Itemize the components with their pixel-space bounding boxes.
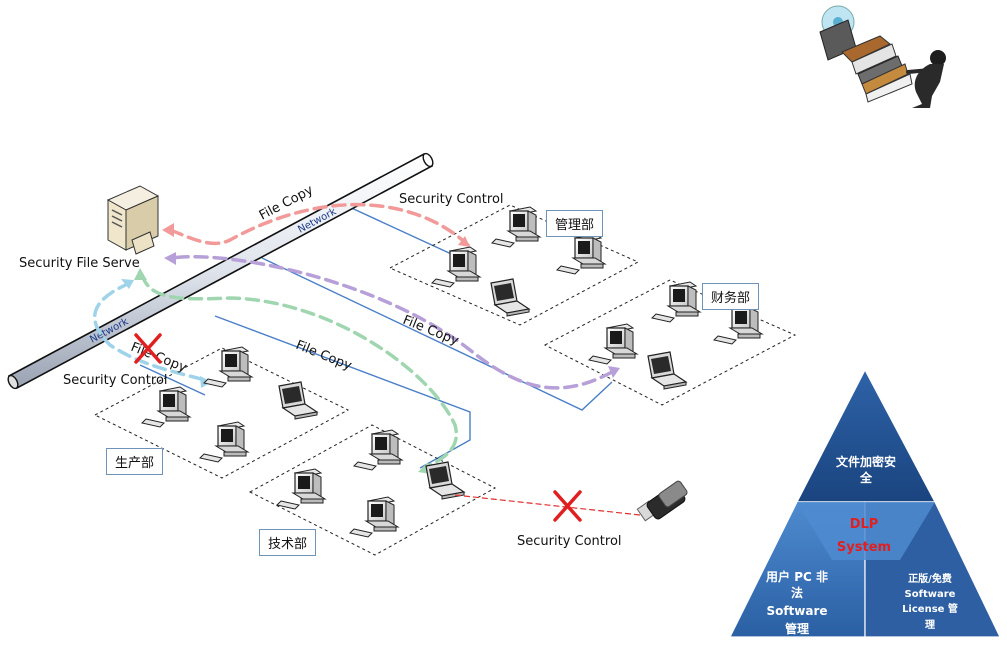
dept-label-finance: 财务部: [702, 283, 760, 310]
pyramid-right-line1: 正版/免费: [908, 572, 952, 585]
area-technology: [248, 424, 497, 556]
file-copy-label-purple: File Copy: [401, 313, 461, 349]
dept-label-production: 生产部: [106, 448, 164, 475]
desktop-icon: [651, 281, 701, 323]
file-server-icon: [106, 185, 160, 255]
link-management: [344, 204, 461, 259]
desktop-icon: [203, 346, 253, 388]
flow-red: [168, 202, 470, 247]
desktop-icon: [713, 303, 763, 345]
department-areas: [93, 204, 797, 556]
usb-drive-icon: [636, 480, 688, 522]
security-control-label-top: Security Control: [399, 192, 504, 207]
desktop-icon: [276, 468, 326, 510]
network-backbone: [7, 152, 434, 390]
desktop-icon: [491, 206, 541, 248]
flow-arrowheads: [121, 223, 620, 474]
desktop-icon: [141, 386, 191, 428]
area-management: [388, 204, 640, 326]
desktop-icon: [431, 246, 481, 288]
flow-purple: [170, 254, 614, 390]
dept-label-management: 管理部: [546, 210, 604, 237]
area-finance: [543, 279, 797, 406]
pyramid-center-section: [797, 502, 935, 560]
laptop-icon: [647, 351, 687, 390]
link-production: [139, 364, 206, 396]
dept-label-technology: 技术部: [259, 529, 317, 556]
desktop-icon: [556, 233, 606, 275]
desktop-icon: [349, 496, 399, 538]
flow-cyan: [92, 281, 207, 382]
pyramid-left-line3: Software: [766, 604, 827, 618]
link-finance: [261, 257, 613, 411]
pyramid-center-line1: DLP: [850, 517, 879, 532]
pyramid-left-line4: 管理: [785, 621, 809, 636]
flow-green: [140, 273, 459, 470]
pyramid-left-line2: 法: [791, 585, 803, 600]
usb-link: [454, 494, 641, 516]
pyramid-right-line2: Software: [905, 589, 956, 600]
laptop-icon: [278, 381, 318, 420]
laptop-icon: [425, 461, 465, 500]
blocked-x-icon: [134, 333, 162, 364]
pyramid-right-line3: License 管: [902, 602, 958, 615]
pyramid-top-line1: 文件加密安: [836, 454, 896, 469]
security-control-label-left: Security Control: [63, 373, 168, 388]
pyramid-right-line4: 理: [925, 619, 935, 631]
desktop-icon: [353, 429, 403, 471]
pyramid-top-line2: 全: [859, 470, 873, 485]
desktop-icon: [588, 323, 638, 365]
server-label: Security File Serve: [19, 256, 140, 271]
pyramid-left-line1: 用户 PC 非: [765, 569, 828, 584]
desktop-icon: [199, 421, 249, 463]
pyramid-center-line2: System: [837, 540, 891, 555]
laptop-icon: [490, 278, 530, 317]
file-copy-label-mid: File Copy: [294, 338, 354, 374]
area-production: [93, 347, 350, 479]
file-copy-flows: [92, 202, 614, 470]
dlp-pyramid: [729, 368, 1001, 638]
technology-computers: [276, 429, 465, 538]
security-control-label-usb: Security Control: [517, 534, 622, 549]
usb-blocked-x-icon: [553, 490, 582, 522]
person-on-books-icon: [819, 5, 946, 108]
